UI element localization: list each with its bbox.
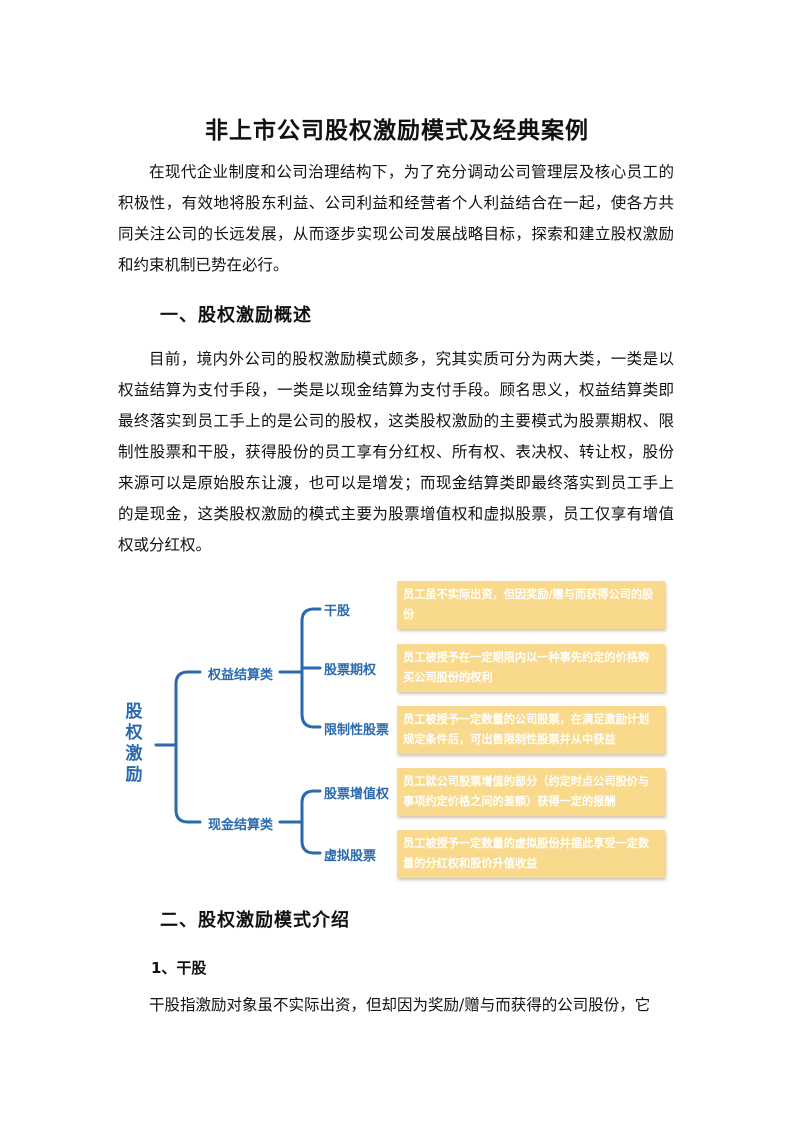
equity-incentive-diagram: 股权激励 权益结算类 现金结算类 干股 股票期权 限制性股票 股票增值权 虚拟股… bbox=[118, 577, 678, 882]
note-virtual-stock: 员工被授予一定数量的虚拟股份并据此享受一定数量的分红权和股价升值收益 bbox=[397, 830, 665, 878]
leaf-label-restricted-stock: 限制性股票 bbox=[324, 723, 390, 738]
leaf-label-stock-appreciation-rights: 股票增值权 bbox=[324, 787, 390, 802]
page-title: 非上市公司股权激励模式及经典案例 bbox=[205, 117, 589, 144]
note-stock-options: 员工被授予在一定期限内以一种事先约定的价格购买公司股份的权利 bbox=[397, 644, 665, 692]
category-equity-label: 权益结算类 bbox=[208, 668, 274, 683]
leaf-label-stock-options: 股票期权 bbox=[324, 663, 377, 678]
leaf-label-dry-shares: 干股 bbox=[324, 604, 351, 619]
cash-bracket bbox=[300, 789, 316, 855]
section-1-heading: 一、股权激励概述 bbox=[160, 305, 312, 326]
subsection-1-paragraph: 干股指激励对象虽不实际出资，但却因为奖励/赠与而获得的公司股份，它 bbox=[149, 996, 651, 1014]
diagram-connectors bbox=[154, 607, 322, 855]
diagram-root-label: 股权激励 bbox=[125, 702, 143, 785]
category-cash-label: 现金结算类 bbox=[208, 818, 274, 833]
note-dry-shares: 员工虽不实际出资，但因奖励/赠与而获得公司的股份 bbox=[397, 581, 665, 629]
subsection-1-heading: 1、干股 bbox=[151, 959, 207, 977]
note-stock-appreciation-rights: 员工就公司股票增值的部分（约定时点公司股价与事项约定价格之间的差额）获得一定的报… bbox=[397, 768, 665, 816]
note-restricted-stock: 员工被授予一定数量的公司股票，在满足激励计划规定条件后，可出售限制性股票并从中获… bbox=[397, 706, 665, 754]
leaf-label-virtual-stock: 虚拟股票 bbox=[324, 849, 377, 864]
section-2-heading: 二、股权激励模式介绍 bbox=[160, 910, 350, 931]
root-bracket bbox=[174, 670, 190, 824]
intro-paragraph: 在现代企业制度和公司治理结构下，为了充分调动公司管理层及核心员工的积极性，有效地… bbox=[118, 163, 674, 274]
section-1-paragraph: 目前，境内外公司的股权激励模式颇多，究其实质可分为两大类，一类是以权益结算为支付… bbox=[118, 350, 674, 554]
